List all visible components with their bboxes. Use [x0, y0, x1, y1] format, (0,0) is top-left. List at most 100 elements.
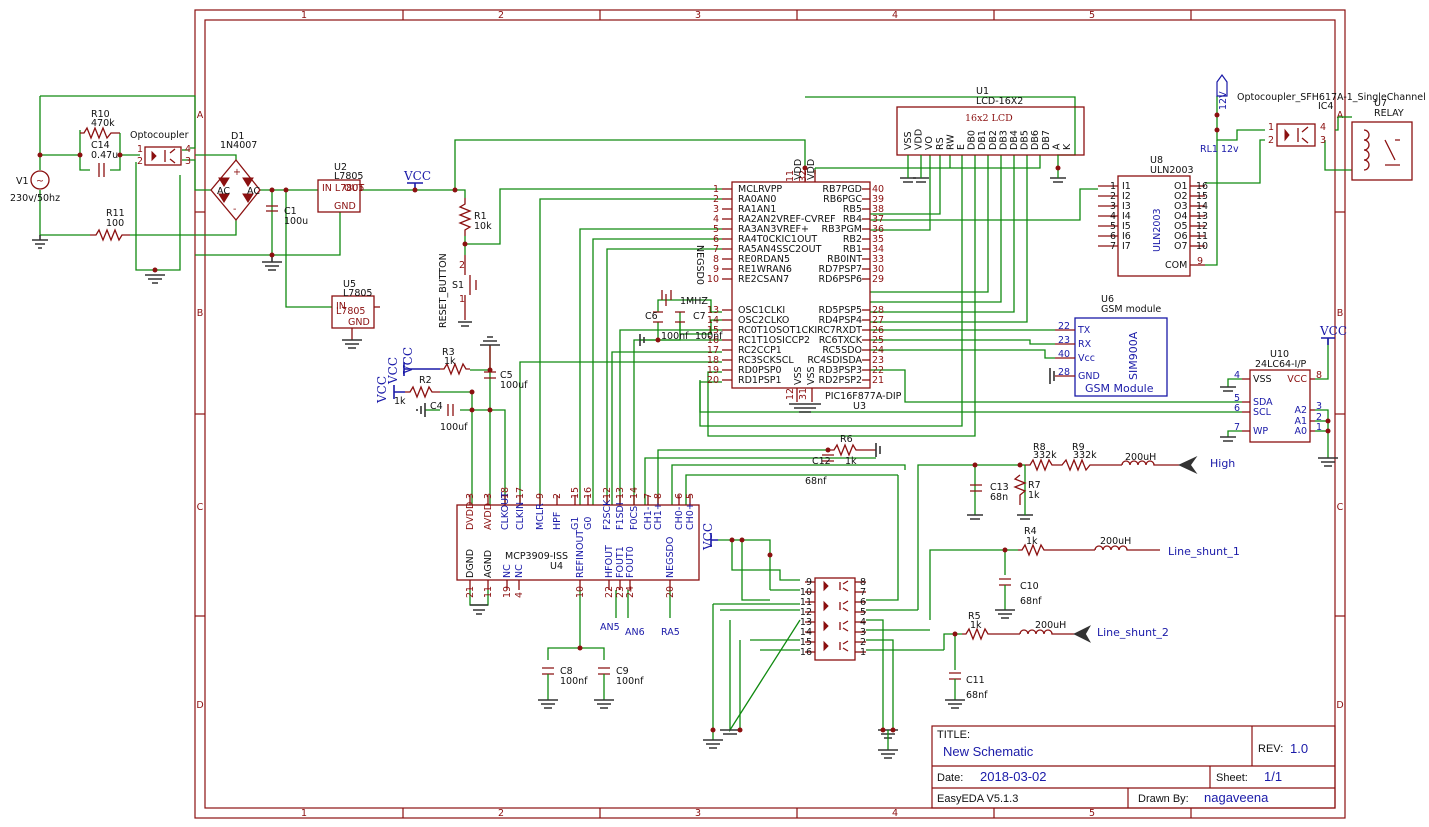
v1-ref: V1: [16, 176, 29, 187]
pic-pin-label: RC1T1OSICCP2: [738, 335, 810, 346]
eeprom-pin-number: 5: [1234, 393, 1240, 404]
svg-text:R2: R2: [419, 375, 432, 386]
u5-regulator: IN L7805 GND U5 L7805: [331, 279, 380, 349]
svg-text:GSM module: GSM module: [1101, 304, 1161, 315]
svg-text:PIC16F877A-DIP: PIC16F877A-DIP: [825, 391, 902, 402]
svg-text:R3: R3: [442, 347, 455, 358]
mcp-pin-number: 20: [665, 586, 676, 598]
svg-text:2: 2: [137, 156, 143, 167]
pic-pin-number: 4: [713, 214, 719, 225]
svg-text:VCC: VCC: [401, 347, 415, 375]
mcp-pin-label: AGND: [483, 550, 494, 578]
svg-text:1k: 1k: [845, 456, 857, 467]
svg-text:100nf: 100nf: [616, 676, 644, 687]
mcp-pin-label: G0: [583, 517, 594, 530]
uln-pin-label: I1: [1122, 181, 1131, 192]
frame-row-c-r: C: [1337, 502, 1344, 513]
quad-pin-number: 14: [800, 627, 812, 638]
lcd-pin-label: K: [1062, 143, 1073, 150]
eeprom-pin-number: 4: [1234, 370, 1240, 381]
uln-pin-label: O4: [1174, 211, 1188, 222]
svg-text:R7: R7: [1028, 480, 1041, 491]
pic-pin-label: RD1PSP1: [738, 375, 782, 386]
pic-pin-number: 18: [707, 355, 719, 366]
pic-pin-number: 3: [713, 204, 719, 215]
pic-pin-number: 39: [872, 194, 884, 205]
svg-text:C6: C6: [645, 311, 658, 322]
mcp-pin-label: HPF: [552, 512, 563, 530]
svg-text:11: 11: [785, 170, 796, 182]
line-shunt-2: R5 1k 200uH Line_shunt_2 C11 68nf: [945, 611, 1169, 709]
mcp-pin-number: 21: [465, 586, 476, 598]
mcp-pin-label: F0CS: [629, 506, 640, 530]
lcd-pin-label: DB5: [1020, 130, 1031, 150]
svg-text:200uH: 200uH: [1125, 452, 1156, 463]
mcp-pin-label: FOUT0: [625, 546, 636, 578]
uln-pin-number: 16: [1196, 181, 1208, 192]
quad-pin-number: 5: [860, 607, 866, 618]
svg-text:32: 32: [798, 170, 809, 182]
mcp-pin-number: 5: [685, 493, 696, 499]
quad-pin-number: 11: [800, 597, 812, 608]
high-input: R8 332k R9 332k 200uH High C13 68n R7 1k: [967, 442, 1235, 520]
quad-pin-number: 4: [860, 617, 866, 628]
line-shunt-1: R4 1k 200uH Line_shunt_1 C10 68nf: [995, 526, 1240, 619]
svg-text:U10: U10: [1270, 349, 1289, 360]
uln-pin-number: 15: [1196, 191, 1208, 202]
svg-text:R10: R10: [91, 109, 110, 120]
u2-regulator: IN L7805 OUT GND U2 L7805: [317, 162, 364, 213]
lcd-pin-label: DB4: [1009, 130, 1020, 150]
frame-col-5b: 5: [1089, 808, 1095, 819]
uln-pin-number: 5: [1110, 221, 1116, 232]
mcp-pin-number: 16: [583, 487, 594, 499]
svg-text:Line_shunt_1: Line_shunt_1: [1168, 545, 1240, 558]
r11: R11 100: [90, 208, 130, 242]
svg-text:3: 3: [185, 156, 191, 167]
eeprom-pin-label: A0: [1294, 426, 1307, 437]
mcp-pin-number: 23: [615, 586, 626, 598]
svg-text:GND: GND: [348, 317, 370, 328]
pic-pin-number: 19: [707, 365, 719, 376]
pic-pin-label: RC3SCKSCL: [738, 355, 794, 366]
svg-text:LCD-16X2: LCD-16X2: [976, 96, 1023, 107]
r1: R1 10k: [458, 198, 492, 236]
svg-text:ULN2003: ULN2003: [1152, 208, 1163, 252]
svg-text:C1: C1: [284, 206, 297, 217]
pic-pin-number: 5: [713, 224, 719, 235]
frame-col-2b: 2: [498, 808, 504, 819]
frame-row-a: A: [197, 110, 204, 121]
mcp-pin-number: 22: [604, 586, 615, 598]
svg-text:100uf: 100uf: [440, 422, 468, 433]
frame-row-c: C: [197, 502, 204, 513]
quad-pin-number: 3: [860, 627, 866, 638]
uln-pin-number: 10: [1196, 241, 1208, 252]
svg-text:68nf: 68nf: [966, 690, 988, 701]
mcp-pin-label: CH1+: [653, 502, 664, 530]
svg-text:NEGSD0: NEGSD0: [694, 245, 705, 285]
rev-label: REV:: [1258, 743, 1283, 755]
pic-pin-label: RB7PGD: [822, 184, 862, 195]
uln-pin-number: 11: [1196, 231, 1208, 242]
svg-text:AN6: AN6: [625, 627, 645, 638]
svg-text:1k: 1k: [1028, 490, 1040, 501]
pic-pin-label: RD2PSP2: [819, 375, 863, 386]
svg-text:1k: 1k: [394, 396, 406, 407]
pic-pin-number: 27: [872, 315, 884, 326]
eeprom-pin-number: 1: [1316, 422, 1322, 433]
mcp-pin-number: 10: [575, 586, 586, 598]
pic-pin-label: RA2AN2VREF-CVREF: [738, 214, 836, 225]
svg-text:68n: 68n: [990, 492, 1008, 503]
drawn-by-label: Drawn By:: [1138, 793, 1189, 805]
pic-pin-number: 30: [872, 264, 884, 275]
svg-text:332k: 332k: [1073, 450, 1097, 461]
svg-text:1MHZ: 1MHZ: [680, 296, 708, 307]
eeprom-pin-label: A1: [1294, 416, 1307, 427]
quad-pin-number: 10: [800, 587, 812, 598]
mcp-pin-number: 3: [483, 493, 494, 499]
title-value: New Schematic: [943, 744, 1034, 759]
mcp-pin-label: CLKIN: [515, 502, 526, 530]
pic-pin-label: RB0INT: [827, 254, 862, 265]
